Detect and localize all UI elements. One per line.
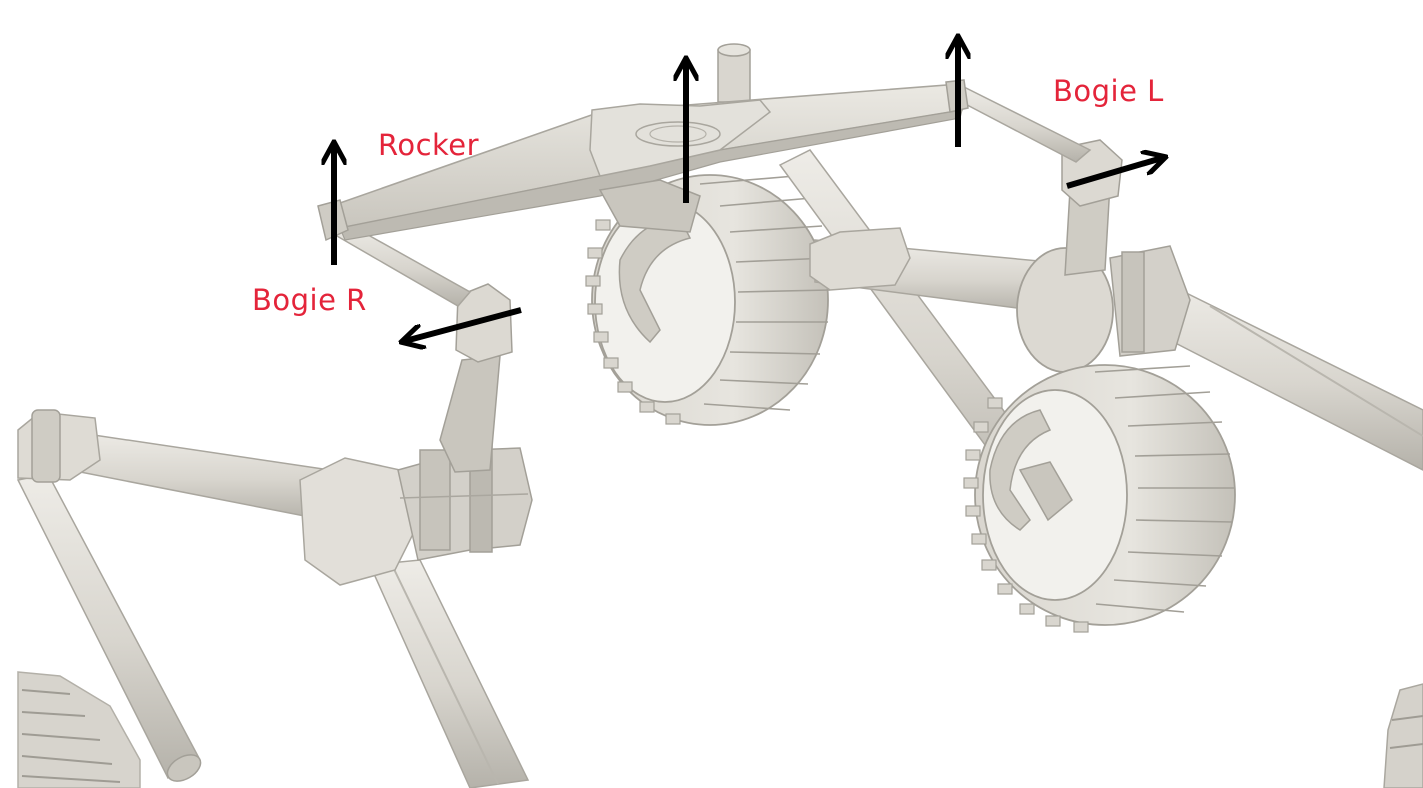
bogie-r-label: Bogie R xyxy=(252,283,367,317)
bogie-r-link xyxy=(328,221,513,473)
bogie-l-label: Bogie L xyxy=(1053,74,1164,108)
rear-left-wheel-fragment xyxy=(17,671,141,788)
rear-right-wheel-fragment xyxy=(1383,683,1423,788)
left-leg-rods xyxy=(16,409,530,788)
front-right-wheel xyxy=(963,364,1236,633)
arrow-bogie-l-right xyxy=(1066,158,1162,189)
rocker-label: Rocker xyxy=(378,128,480,162)
center-wheel xyxy=(585,174,831,426)
bogie-r-hub xyxy=(299,445,533,586)
bogie-l-hub xyxy=(948,85,1191,373)
force-arrows xyxy=(334,40,1162,341)
rocker-beam xyxy=(317,43,969,242)
arrow-bogie-r-left xyxy=(405,307,522,341)
